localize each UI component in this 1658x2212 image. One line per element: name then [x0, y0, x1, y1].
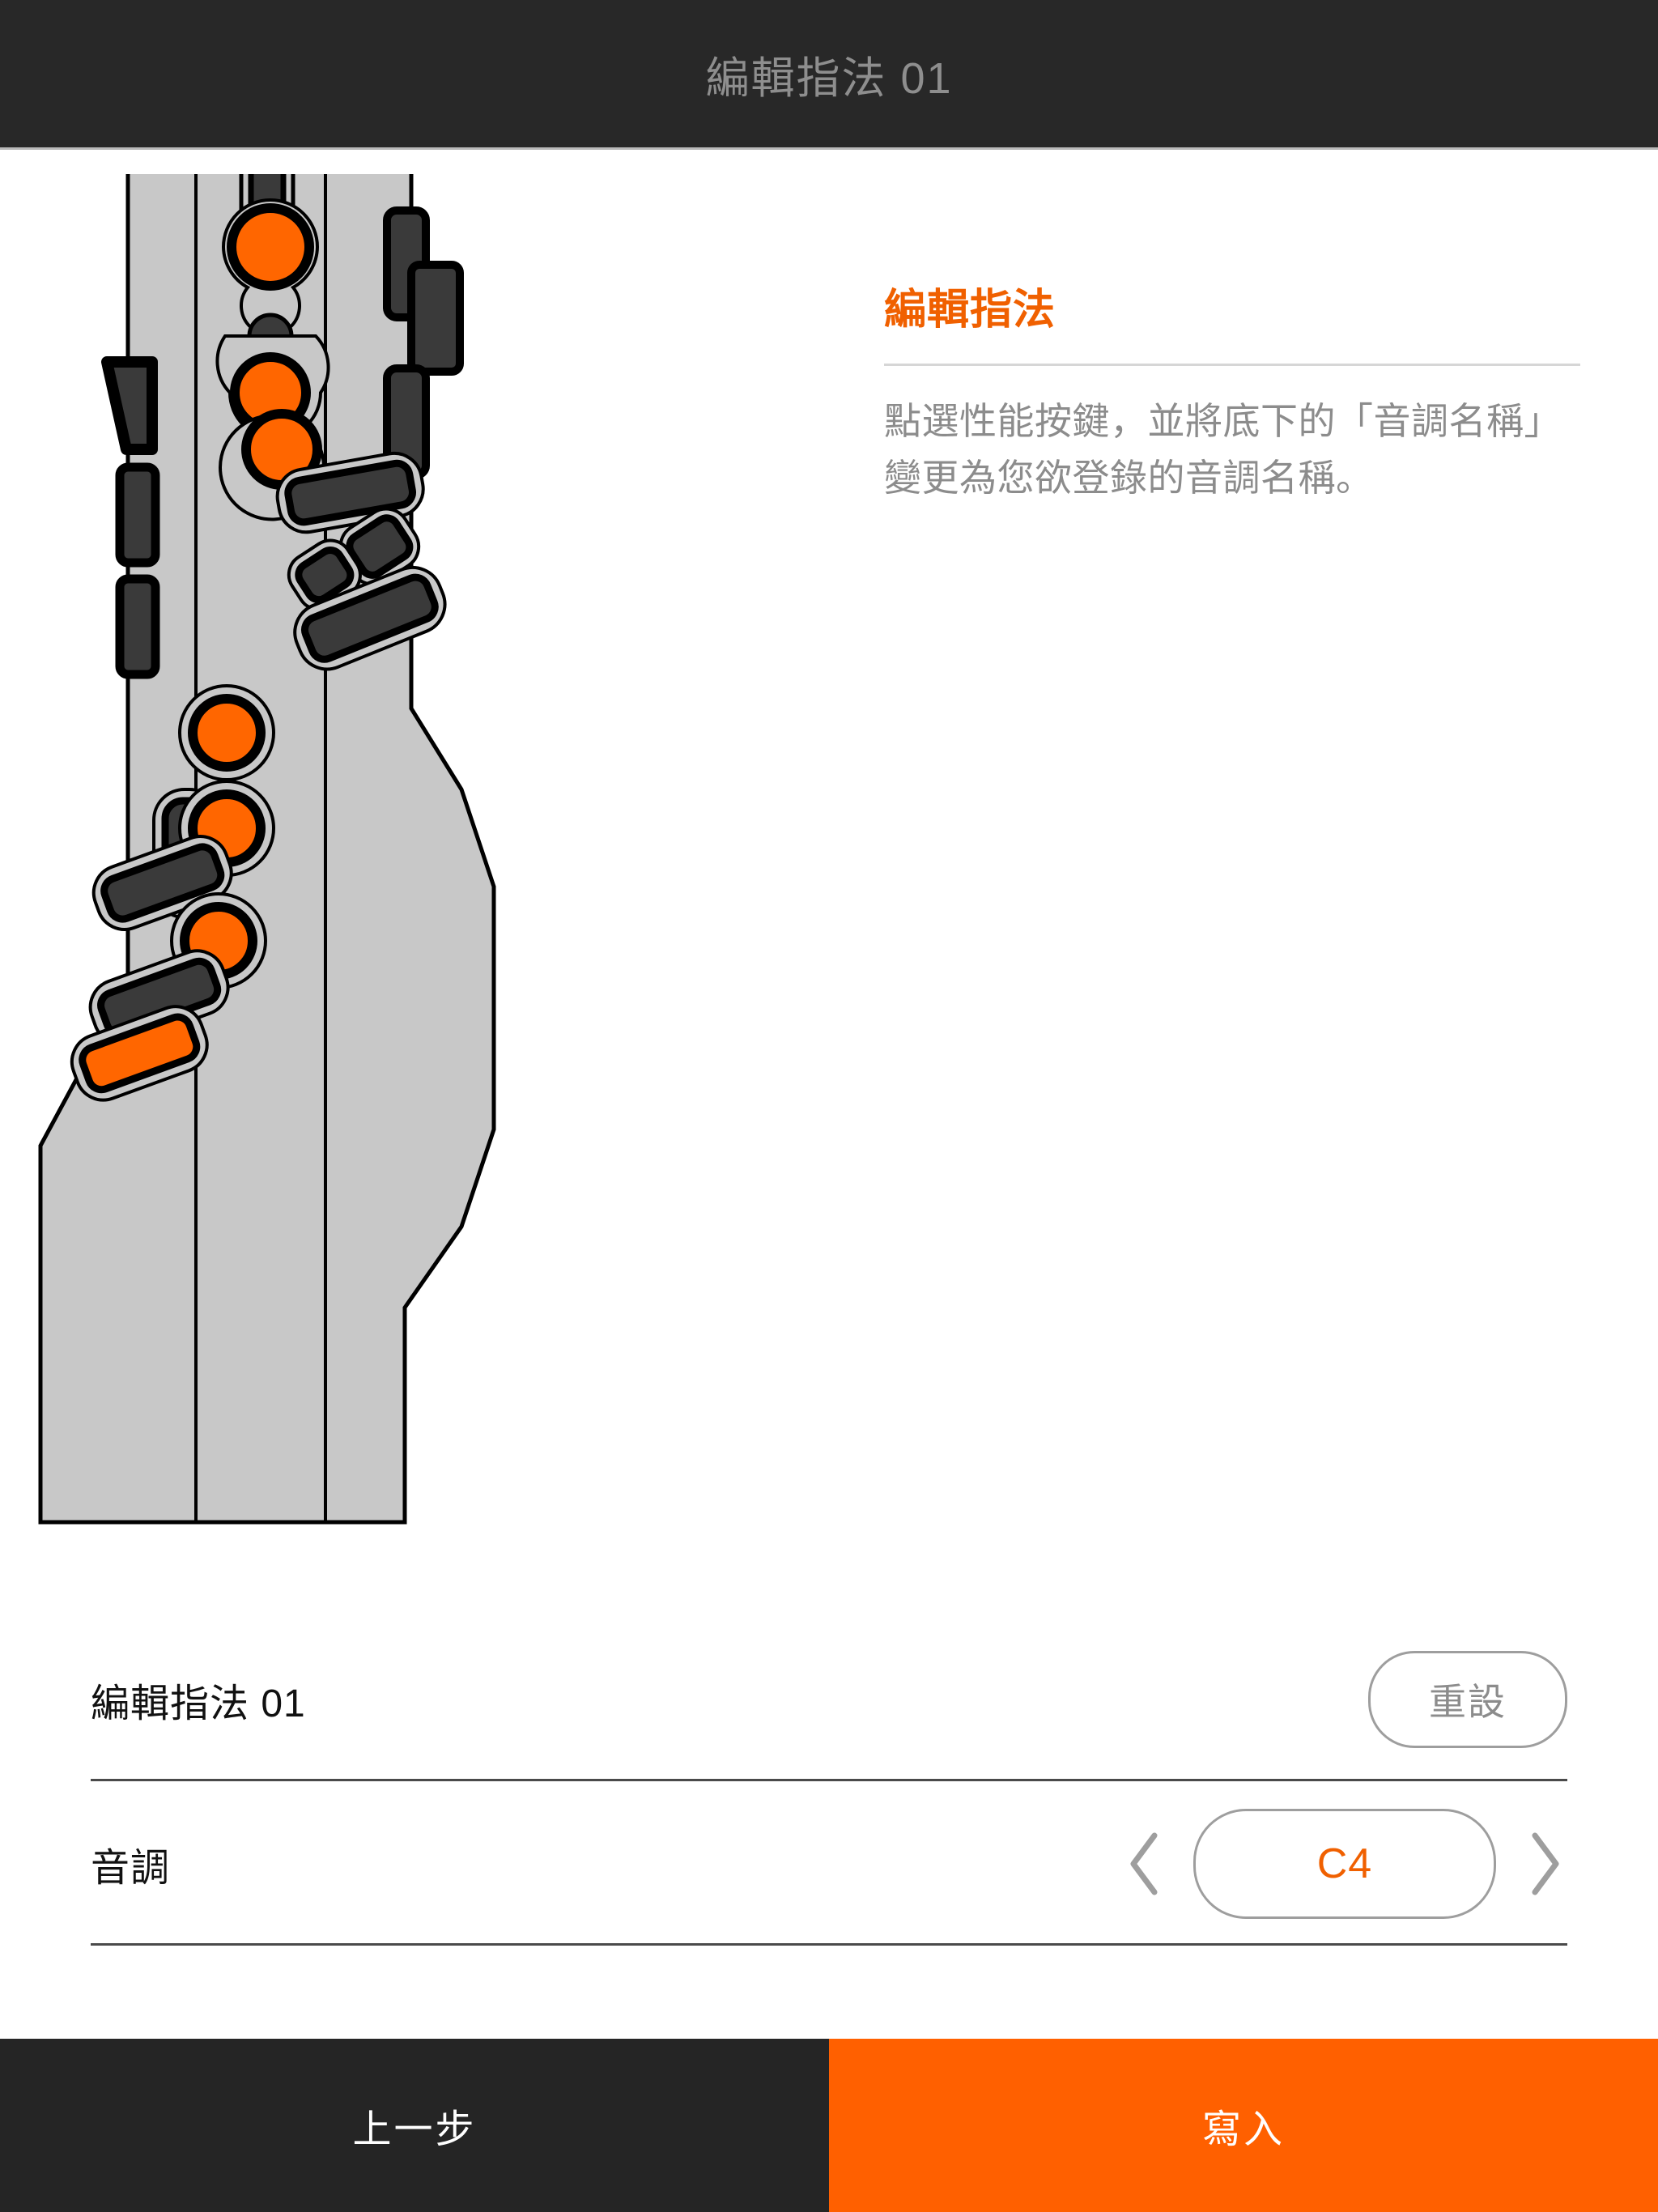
- page-title: 編輯指法 01: [705, 53, 953, 103]
- key-left-trapezoid-key[interactable]: [101, 356, 158, 455]
- previous-step-button[interactable]: 上一步: [0, 2039, 829, 2212]
- fingering-name-row: 編輯指法 01 重設: [91, 1619, 1567, 1781]
- tone-hole-hole-1[interactable]: [227, 203, 314, 291]
- key-right-side-key-2[interactable]: [407, 261, 464, 376]
- write-button[interactable]: 寫入: [829, 2039, 1658, 2212]
- form-area: 編輯指法 01 重設 音調 C4: [0, 1619, 1658, 2039]
- pitch-value[interactable]: C4: [1193, 1808, 1496, 1919]
- key-lower-left-key-selected[interactable]: [64, 999, 215, 1108]
- info-body-text: 點選性能按鍵，並將底下的「音調名稱」變更為您欲登錄的音調名稱。: [884, 400, 1562, 499]
- pitch-label: 音調: [91, 1846, 171, 1890]
- key-left-side-key-1[interactable]: [115, 462, 160, 568]
- bottom-action-bar: 上一步 寫入: [0, 2039, 1658, 2212]
- pitch-row: 音調 C4: [91, 1784, 1567, 1946]
- key-upper-bar-key[interactable]: [273, 449, 427, 537]
- tone-hole-hole-5[interactable]: [178, 684, 275, 781]
- title-bar: 編輯指法 01: [0, 0, 1658, 150]
- info-panel: 編輯指法 點選性能按鍵，並將底下的「音調名稱」變更為您欲登錄的音調名稱。: [884, 275, 1580, 507]
- info-divider: [884, 364, 1580, 366]
- fingering-diagram[interactable]: [24, 139, 858, 1567]
- key-mid-bar-key[interactable]: [286, 559, 453, 678]
- key-lower-left-key-1[interactable]: [86, 829, 239, 938]
- chevron-right-icon[interactable]: [1520, 1827, 1567, 1900]
- fingering-name-value: 編輯指法 01: [91, 1682, 306, 1725]
- main-content: 編輯指法 點選性能按鍵，並將底下的「音調名稱」變更為您欲登錄的音調名稱。: [0, 139, 1658, 1615]
- reset-button[interactable]: 重設: [1368, 1650, 1567, 1748]
- info-heading: 編輯指法: [884, 287, 1056, 334]
- pitch-stepper: C4: [1122, 1808, 1567, 1919]
- key-left-side-key-2[interactable]: [115, 574, 160, 679]
- key-mid-small-key-b[interactable]: [332, 500, 427, 593]
- chevron-left-icon[interactable]: [1122, 1827, 1169, 1900]
